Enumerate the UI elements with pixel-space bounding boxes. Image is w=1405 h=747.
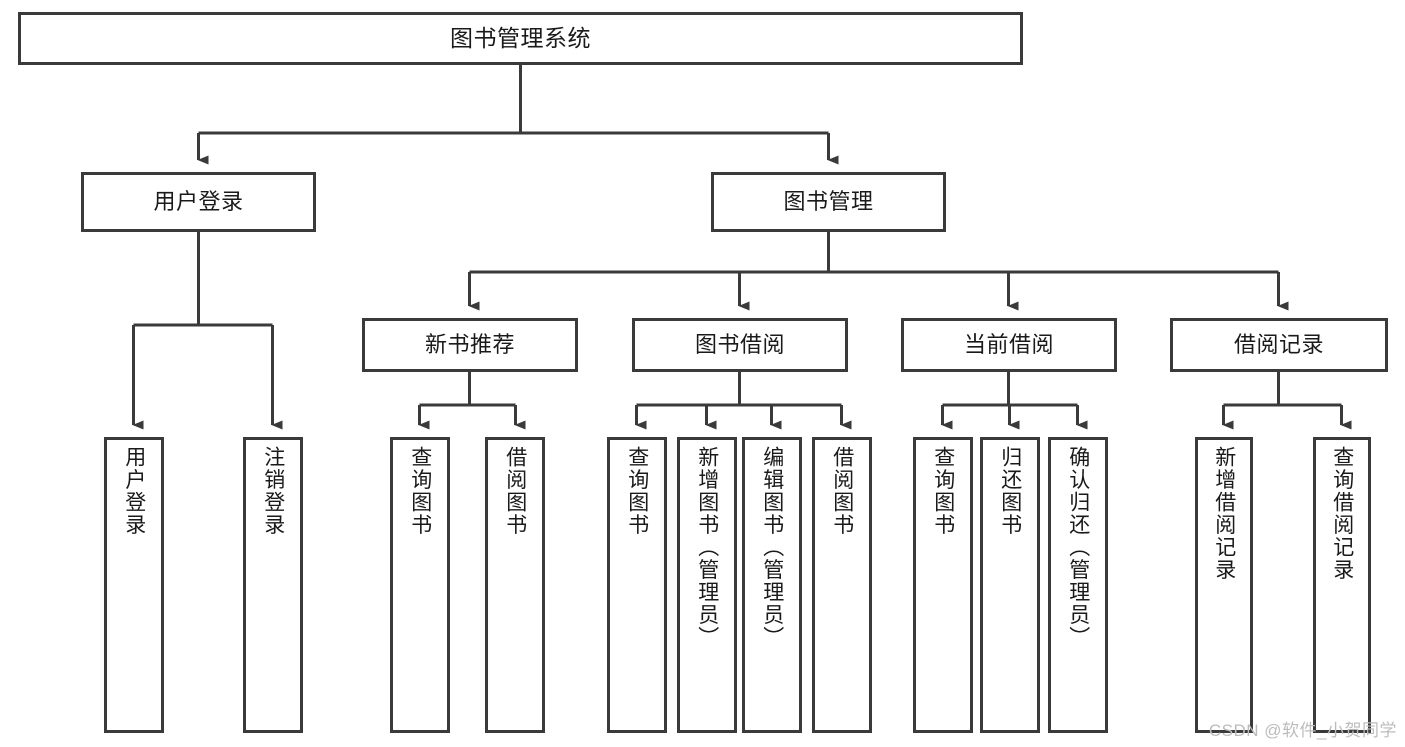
leaf-node[interactable]: 借阅图书 [485, 437, 545, 733]
node-current-borrow[interactable]: 当前借阅 [901, 318, 1117, 372]
leaf-node[interactable]: 查询图书 [913, 437, 973, 733]
node-current-borrow-label: 当前借阅 [963, 332, 1054, 358]
leaf-node-label: 确认归还（管理员） [1066, 446, 1090, 649]
leaf-node[interactable]: 新增借阅记录 [1195, 437, 1253, 733]
leaf-node-label: 查询图书 [625, 446, 649, 536]
node-borrow-record[interactable]: 借阅记录 [1170, 318, 1388, 372]
leaf-node[interactable]: 借阅图书 [812, 437, 872, 733]
leaf-node[interactable]: 新增图书（管理员） [677, 437, 737, 733]
leaf-node[interactable]: 查询图书 [390, 437, 450, 733]
node-root[interactable]: 图书管理系统 [18, 12, 1023, 65]
leaf-node[interactable]: 注销登录 [243, 437, 303, 733]
node-book-borrow[interactable]: 图书借阅 [632, 318, 848, 372]
leaf-node-label: 查询图书 [408, 446, 432, 536]
leaf-node[interactable]: 查询借阅记录 [1313, 437, 1371, 733]
csdn-watermark: CSDN @软件_小贺同学 [1208, 721, 1397, 740]
leaf-node-label: 编辑图书（管理员） [760, 446, 784, 649]
leaf-node-label: 用户登录 [122, 446, 146, 536]
node-book-management[interactable]: 图书管理 [711, 172, 946, 232]
leaf-node-label: 注销登录 [261, 446, 285, 536]
node-new-book-recommend[interactable]: 新书推荐 [362, 318, 578, 372]
leaf-node-label: 查询借阅记录 [1330, 446, 1354, 581]
leaf-node[interactable]: 编辑图书（管理员） [742, 437, 802, 733]
leaf-node[interactable]: 确认归还（管理员） [1048, 437, 1108, 733]
node-book-borrow-label: 图书借阅 [694, 332, 785, 358]
node-user-login[interactable]: 用户登录 [81, 172, 316, 232]
leaf-node-label: 借阅图书 [503, 446, 527, 536]
node-new-book-recommend-label: 新书推荐 [424, 332, 515, 358]
leaf-node-label: 新增借阅记录 [1212, 446, 1236, 581]
node-book-management-label: 图书管理 [783, 189, 874, 215]
node-user-login-label: 用户登录 [153, 189, 244, 215]
leaf-node-label: 查询图书 [931, 446, 955, 536]
leaf-node-label: 归还图书 [998, 446, 1022, 536]
leaf-node-label: 借阅图书 [830, 446, 854, 536]
leaf-node[interactable]: 查询图书 [607, 437, 667, 733]
leaf-node[interactable]: 用户登录 [104, 437, 164, 733]
leaf-node-label: 新增图书（管理员） [695, 446, 719, 649]
leaf-node[interactable]: 归还图书 [980, 437, 1040, 733]
node-borrow-record-label: 借阅记录 [1233, 332, 1324, 358]
node-root-label: 图书管理系统 [450, 25, 591, 52]
